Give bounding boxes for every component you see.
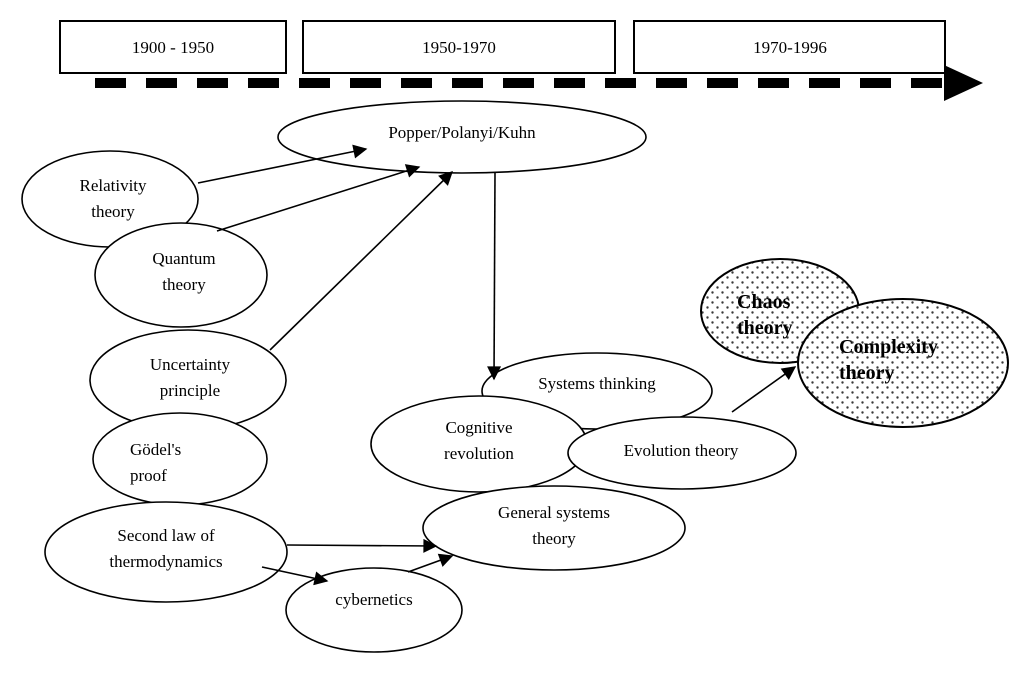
node-ellipse-evolution-theory — [567, 416, 797, 490]
timeline-label-1970-1996: 1970-1996 — [753, 38, 827, 57]
node-ellipse-popper-polanyi-kuhn — [277, 100, 647, 174]
edge-cybernetics-to-general-systems — [407, 553, 454, 573]
edge-popper-to-systems-thinking — [487, 172, 502, 381]
node-ellipse-general-systems-theory — [422, 485, 686, 571]
node-ellipse-quantum-theory — [94, 222, 268, 328]
edge-quantum-to-popper — [216, 164, 421, 232]
edge-arrows — [197, 144, 797, 586]
edge-second-law-to-cybernetics — [261, 566, 329, 586]
timeline-box-1970-1996 — [633, 20, 946, 74]
node-ellipse-complexity-theory — [797, 298, 1009, 428]
timeline-label-1900-1950: 1900 - 1950 — [131, 38, 215, 57]
timeline-label-1950-1970: 1950-1970 — [422, 38, 496, 57]
edge-evolution-to-complexity — [731, 366, 797, 413]
edge-relativity-to-popper — [197, 144, 368, 184]
timeline — [59, 20, 983, 101]
timeline-box-1950-1970 — [302, 20, 616, 74]
edge-uncertainty-to-popper — [269, 171, 454, 351]
timeline-box-1900-1950 — [59, 20, 287, 74]
timeline-arrowhead-icon — [944, 65, 983, 101]
node-ellipses — [21, 100, 1009, 653]
edge-second-law-to-general-systems — [286, 538, 438, 553]
node-ellipse-cybernetics — [285, 567, 463, 653]
node-ellipse-godels-proof — [92, 412, 268, 506]
node-ellipse-cognitive-revolution — [370, 395, 588, 493]
node-ellipse-second-law — [44, 501, 288, 603]
